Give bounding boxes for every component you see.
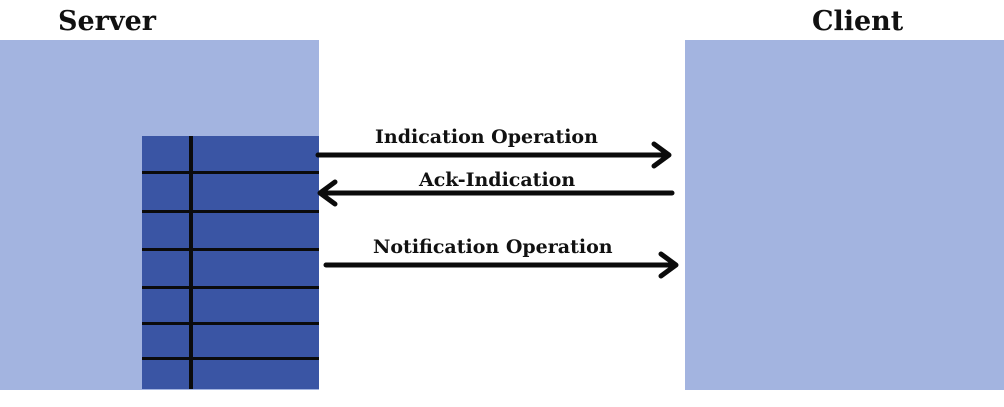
server-attribute-table — [142, 136, 319, 389]
table-row-divider — [142, 286, 319, 289]
table-row-divider — [142, 248, 319, 251]
ack-indication-label: Ack-Indication — [419, 169, 576, 191]
notification-arrow — [323, 251, 679, 279]
client-title: Client — [812, 6, 904, 37]
table-row-divider — [142, 322, 319, 325]
table-column-divider — [189, 136, 193, 389]
table-row-divider — [142, 171, 319, 174]
table-row-divider — [142, 357, 319, 360]
indication-operation-label: Indication Operation — [375, 126, 598, 148]
server-title: Server — [58, 6, 156, 37]
indication-arrow — [315, 141, 672, 169]
table-row-divider — [142, 210, 319, 213]
client-panel — [685, 40, 1004, 390]
notification-operation-label: Notification Operation — [373, 236, 613, 258]
ack-indication-arrow — [317, 179, 675, 207]
